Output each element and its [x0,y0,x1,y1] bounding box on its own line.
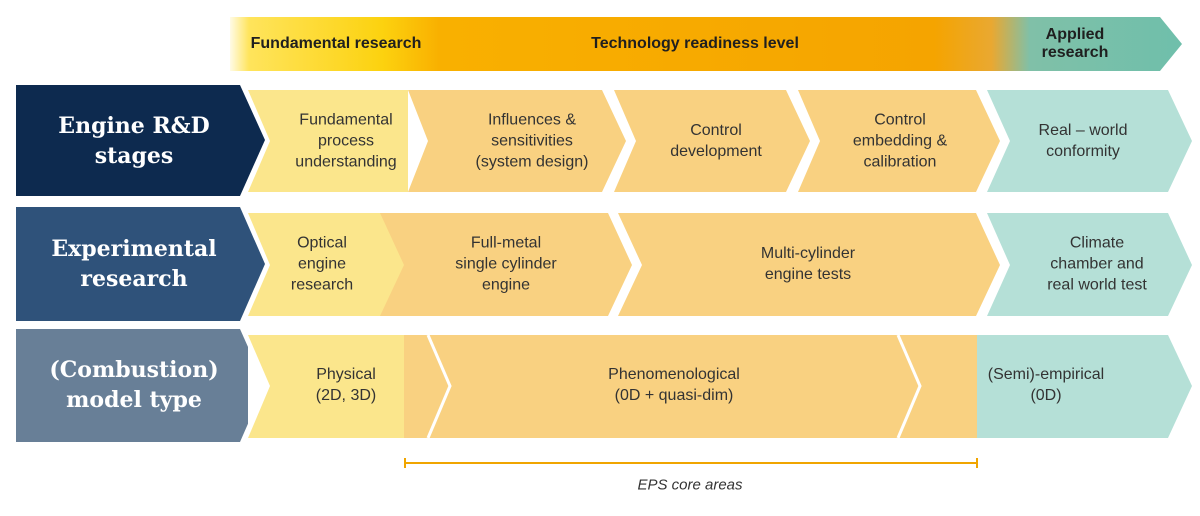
stage-real-world-conformity: Real – world conformity [1038,122,1128,160]
model-physical: Physical (2D, 3D) [315,366,377,404]
stage-bg-control-embed [798,90,1000,192]
exp-climate-chamber: Climate chamber and real world test [1047,234,1147,294]
header-technology-readiness-level: Technology readiness level [591,35,799,52]
model-bg-physical-edge [248,335,270,438]
model-bg-empirical [977,335,1192,438]
stage-bg-fundamental [248,90,408,192]
stage-influences-sensitivities: Influences & sensitivities (system desig… [475,111,589,171]
row-label-bg-model-type [16,329,265,442]
stage-fundamental-process: Fundamental process understanding [295,111,397,171]
model-bg-orange-band [404,335,977,438]
exp-bg-full-metal [380,213,632,316]
trl-header-arrow [230,17,1182,71]
header-fundamental-research: Fundamental research [250,35,422,52]
row-label-engine-stages: Engine R&D stages [58,113,210,169]
model-phenomenological: Phenomenological (0D + quasi-dim) [608,366,740,404]
stage-control-development: Control development [670,122,762,160]
stage-control-embedding: Control embedding & calibration [852,111,948,171]
exp-optical-engine: Optical engine research [290,234,354,294]
row-label-experimental: Experimental research [51,236,217,292]
model-bg-physical [248,335,404,438]
row-label-bg-experimental [16,207,265,321]
header-applied-research: Applied research [1041,26,1109,61]
eps-core-areas-label: EPS core areas [637,476,743,494]
stage-bg-influences [408,90,626,192]
row-label-model-type: (Combustion) model type [49,357,219,413]
stage-bg-control-dev [614,90,810,192]
model-chevron-left [426,334,452,439]
exp-multi-cylinder-tests: Multi-cylinder engine tests [760,245,856,283]
exp-bg-multi-cylinder [618,213,1000,316]
model-chevron-right [896,334,922,439]
exp-bg-optical [248,213,406,316]
exp-full-metal-engine: Full-metal single cylinder engine [455,234,557,294]
model-semi-empirical: (Semi)-empirical (0D) [987,366,1105,404]
stage-bg-real-world [987,90,1192,192]
row-label-bg-engine-stages [16,85,265,196]
exp-bg-climate [987,213,1192,316]
